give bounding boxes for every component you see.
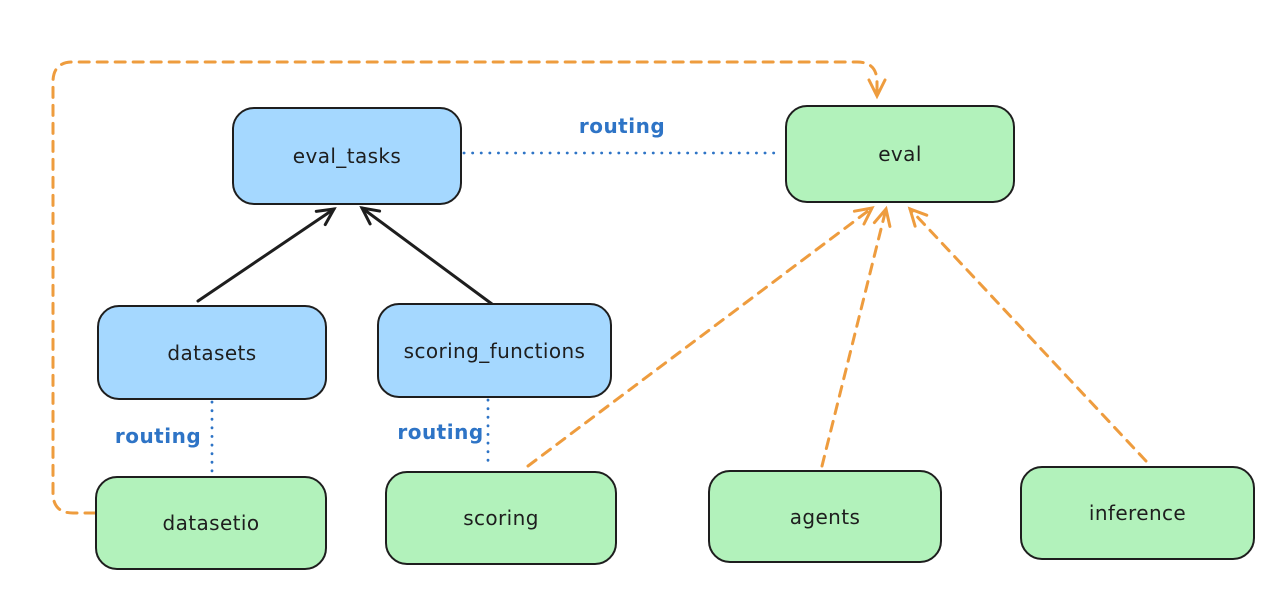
node-eval-tasks-label: eval_tasks: [292, 144, 402, 168]
node-inference-label: inference: [1088, 501, 1187, 525]
node-datasetio-label: datasetio: [162, 511, 260, 535]
node-inference: inference: [1020, 466, 1255, 560]
node-datasets: datasets: [97, 305, 327, 400]
edge-inference-to-eval: [907, 206, 1148, 463]
edge-scoring-functions-to-eval-tasks: [359, 206, 498, 309]
edge-agents-to-eval: [820, 205, 892, 468]
edge-datasets-to-eval-tasks: [196, 207, 337, 303]
edge-datasetio-to-eval: [51, 60, 887, 515]
node-datasetio: datasetio: [95, 476, 327, 570]
node-scoring-functions: scoring_functions: [377, 303, 612, 398]
node-scoring: scoring: [385, 471, 617, 565]
edge-scoring-to-eval: [526, 205, 875, 468]
node-eval: eval: [785, 105, 1015, 203]
node-eval-tasks: eval_tasks: [232, 107, 462, 205]
node-agents: agents: [708, 470, 942, 563]
node-scoring-functions-label: scoring_functions: [403, 338, 586, 363]
routing-label-datasets-datasetio: routing: [114, 424, 202, 448]
routing-label-eval-tasks-eval: routing: [578, 114, 666, 138]
node-scoring-label: scoring: [463, 506, 539, 530]
node-agents-label: agents: [789, 504, 861, 529]
node-eval-label: eval: [878, 142, 922, 166]
routing-label-scoring-functions-scoring: routing: [397, 420, 484, 444]
node-datasets-label: datasets: [167, 340, 257, 365]
